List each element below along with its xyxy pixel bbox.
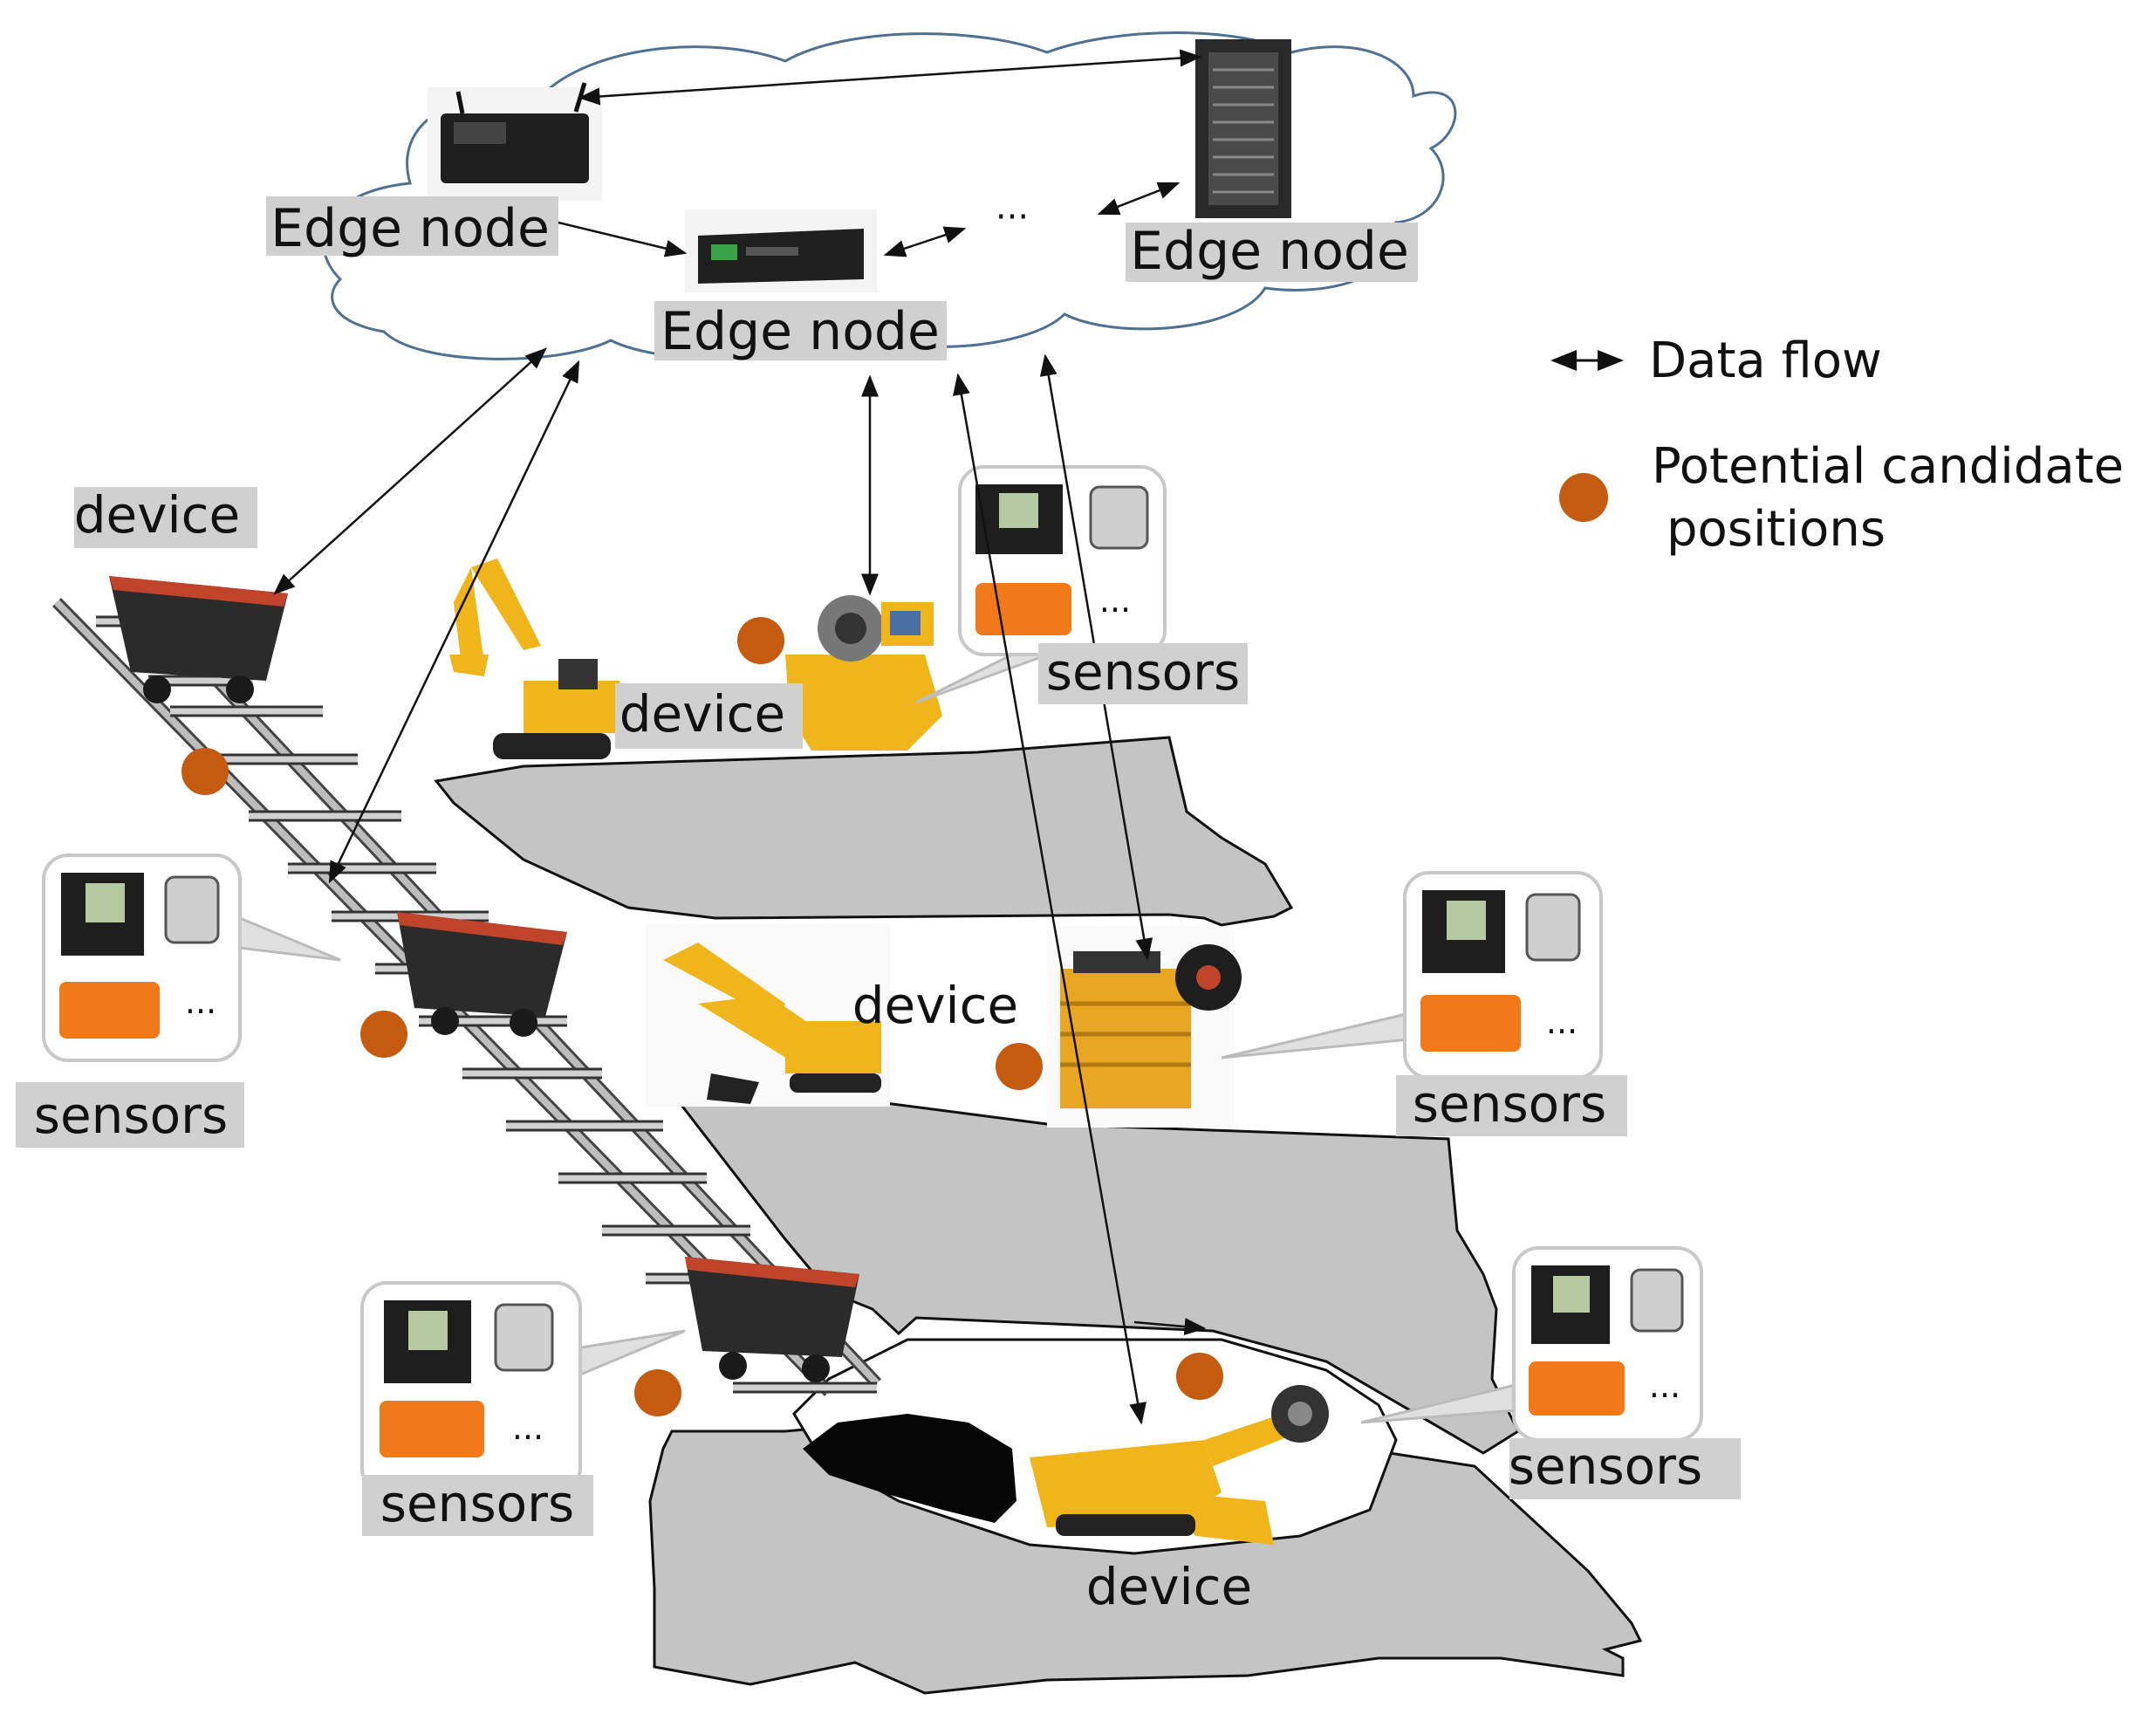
- sensors-label-right: sensors: [1396, 1074, 1627, 1136]
- sensors-label-left: sensors: [16, 1082, 244, 1148]
- candidate-dot: [996, 1043, 1043, 1090]
- svg-text:sensors: sensors: [1046, 642, 1240, 702]
- cloud-ellipsis: ···: [996, 197, 1029, 237]
- svg-text:Edge node: Edge node: [1130, 221, 1409, 282]
- ground-upper: [434, 736, 1294, 927]
- device-label-bottom: device: [1086, 1557, 1253, 1616]
- server-rack: [1195, 39, 1291, 218]
- sensors-label-upper: sensors: [1038, 642, 1248, 704]
- candidate-dot: [1176, 1353, 1223, 1400]
- legend-data-flow-label: Data flow: [1649, 333, 1882, 389]
- edge-box-center: [685, 209, 877, 292]
- mine-cart-bottom: [685, 1257, 859, 1382]
- excavator: [449, 559, 619, 759]
- svg-text:device: device: [852, 976, 1019, 1035]
- legend: Data flow Potential candidate positions: [1550, 333, 2124, 558]
- sensor-group-left: ···: [42, 854, 341, 1062]
- svg-text:device: device: [619, 684, 786, 744]
- edge-node-label-center: Edge node: [654, 301, 947, 362]
- svg-text:sensors: sensors: [380, 1474, 574, 1533]
- sensor-ellipsis-upper: ···: [1099, 591, 1131, 629]
- edge-box-left: [428, 82, 602, 201]
- sensor-ellipsis-bottom-right: ···: [1649, 1376, 1680, 1415]
- svg-text:sensors: sensors: [34, 1086, 228, 1145]
- sensor-ellipsis-right: ···: [1546, 1012, 1578, 1051]
- svg-text:Edge node: Edge node: [660, 301, 940, 362]
- sensor-ellipsis-left: ···: [185, 992, 216, 1031]
- candidate-positions: [181, 617, 1223, 1416]
- roadheader-middle: [646, 923, 890, 1107]
- device-label-top-left: device: [74, 485, 257, 548]
- sensors-label-bottom-right: sensors: [1509, 1436, 1741, 1499]
- sensor-ellipsis-bottom-left: ···: [512, 1418, 544, 1457]
- svg-text:sensors: sensors: [1413, 1074, 1606, 1134]
- legend-candidate-dot: [1559, 473, 1608, 522]
- svg-text:sensors: sensors: [1509, 1436, 1702, 1496]
- svg-text:Edge node: Edge node: [270, 198, 550, 259]
- sensor-group-bottom-left: ···: [360, 1281, 686, 1494]
- svg-text:device: device: [1086, 1557, 1253, 1616]
- sensor-group-bottom-right: ···: [1360, 1246, 1703, 1442]
- crusher-upper: [785, 595, 942, 751]
- candidate-dot: [737, 617, 784, 664]
- legend-candidate-label-2: positions: [1667, 501, 1886, 558]
- candidate-dot: [360, 1011, 407, 1058]
- device-label-middle: device: [852, 976, 1019, 1035]
- edge-node-label-left: Edge node: [266, 196, 558, 259]
- svg-text:device: device: [74, 485, 241, 545]
- shearer-bottom: [1030, 1385, 1329, 1545]
- candidate-dot: [634, 1369, 681, 1416]
- legend-candidate-label-1: Potential candidate: [1652, 438, 2124, 495]
- candidate-dot: [181, 748, 229, 795]
- mine-cart-top: [109, 576, 288, 703]
- edge-node-label-right: Edge node: [1126, 221, 1418, 282]
- jaw-crusher: [1047, 927, 1242, 1128]
- mine-cart-middle: [397, 912, 567, 1037]
- device-label-upper: device: [615, 683, 803, 749]
- cloud-data-flows: [558, 49, 1202, 257]
- coal-pile: [803, 1414, 1016, 1523]
- sensors-label-bottom-left: sensors: [362, 1474, 593, 1536]
